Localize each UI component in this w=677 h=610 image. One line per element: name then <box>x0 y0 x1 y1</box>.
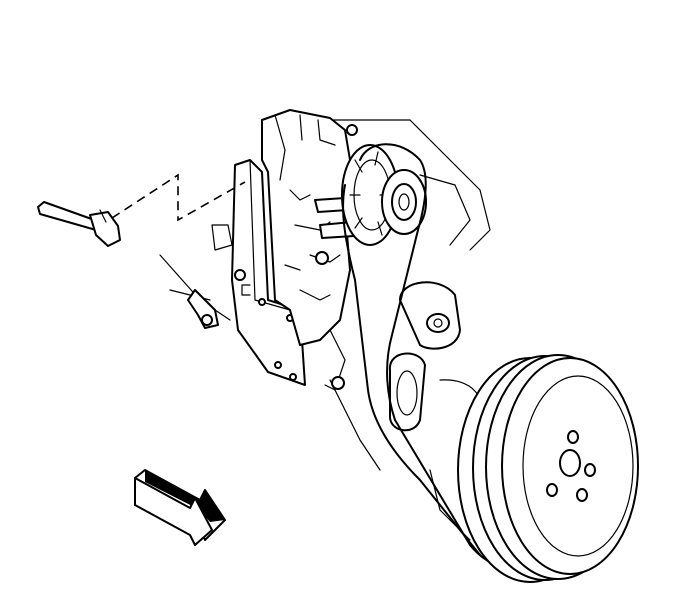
drive-belt-icon <box>342 143 531 570</box>
crankshaft-pulley-icon <box>457 354 639 583</box>
mounting-bracket-icon <box>187 159 306 386</box>
direction-arrow-icon <box>134 469 226 546</box>
idler-pulley-icon <box>381 169 471 246</box>
belt-tensioner-icon <box>388 281 484 432</box>
generator-icon <box>261 109 399 391</box>
tensioner-tool-icon <box>37 173 246 247</box>
